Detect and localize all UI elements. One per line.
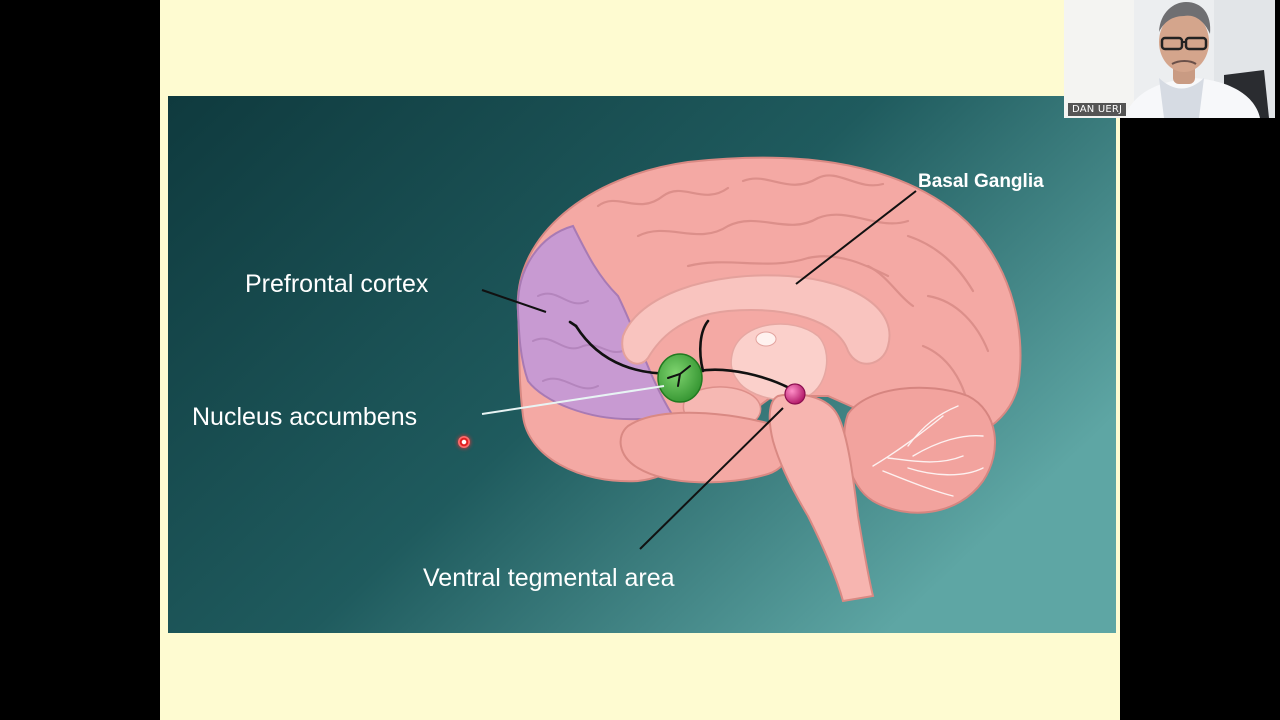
brain-diagram-panel: Basal Ganglia Prefrontal cortex Nucleus …: [168, 96, 1116, 633]
prefrontal-cortex-label: Prefrontal cortex: [245, 270, 429, 298]
participant-video-feed: [1064, 0, 1275, 118]
corpus-callosum: [621, 274, 891, 365]
leader-lines: [481, 190, 917, 550]
prefrontal-leader: [481, 289, 547, 313]
cerebellum: [843, 386, 996, 514]
brain-diagram: Basal Ganglia Prefrontal cortex Nucleus …: [168, 96, 1116, 633]
cortex-folds: [596, 174, 990, 408]
arbor-vitae: [872, 405, 984, 497]
thalamus: [730, 323, 828, 401]
accumbens-terminal: [667, 365, 691, 387]
participant-video-tile[interactable]: DAN UERJ: [1064, 0, 1275, 118]
participant-name-label: DAN UERJ: [1068, 103, 1127, 116]
pineal-detail: [755, 331, 777, 347]
prefrontal-folds: [532, 292, 624, 390]
accumbens-leader: [481, 385, 665, 415]
temporal-lobe: [619, 411, 792, 484]
basal-ganglia-leader: [795, 190, 917, 285]
laser-pointer-dot: [458, 436, 470, 448]
prefrontal-region: [516, 224, 675, 422]
vta-leader: [639, 407, 784, 550]
ventral-tegmental-area-label: Ventral tegmental area: [423, 564, 675, 592]
nucleus-accumbens-label: Nucleus accumbens: [192, 403, 417, 431]
basal-ganglia-label: Basal Ganglia: [918, 171, 1044, 192]
brainstem: [768, 393, 875, 603]
vta-marker: [784, 383, 806, 405]
